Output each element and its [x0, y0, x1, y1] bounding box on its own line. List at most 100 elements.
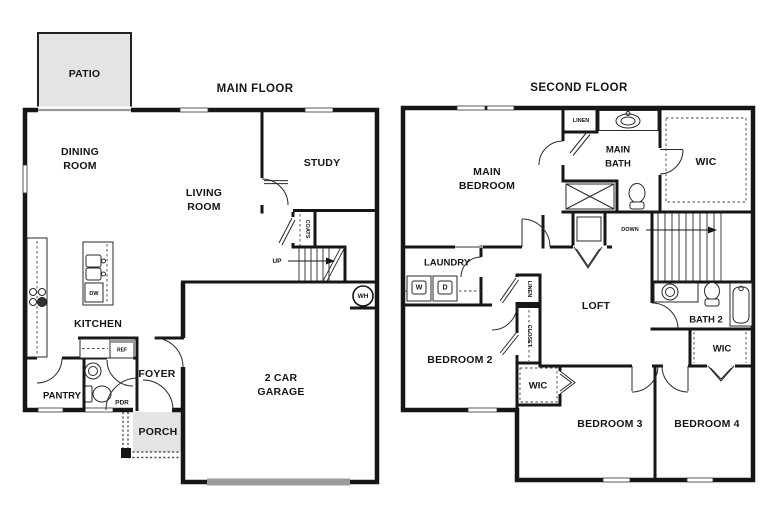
room-label-study: STUDY: [304, 157, 341, 169]
washer-label: W: [416, 285, 423, 292]
room-label-dining: DINING: [61, 146, 99, 158]
garage-entry-door: [153, 337, 184, 368]
washer-icon: [404, 275, 481, 302]
room-label-garage: 2 CAR: [265, 372, 298, 384]
patio-area: [37, 32, 132, 111]
wic-bed3-door: [559, 370, 576, 395]
main-bath-toilet-icon: [628, 183, 646, 210]
bath2-door: [651, 302, 679, 330]
pdr-door: [106, 359, 134, 387]
main-interior-walls: [25, 110, 378, 411]
room-label-coats: COATS: [304, 220, 310, 239]
main-exterior-walls: [22, 107, 380, 485]
pantry-door: [36, 357, 63, 384]
room-label-wic-bed4: WIC: [713, 344, 732, 355]
shower-icon: [565, 183, 615, 210]
bedroom3-door: [631, 365, 659, 393]
room-label-living: LIVING: [186, 187, 222, 199]
coats-closet: [278, 214, 301, 246]
window: [456, 105, 486, 111]
fridge-label: REF: [117, 348, 127, 354]
up-arrowhead: [326, 257, 335, 265]
bedroom4-door: [661, 365, 689, 393]
bath2-toilet-icon: [704, 282, 720, 307]
wic-bed3-shelving: [519, 367, 558, 403]
pdr-sink-icon: [84, 362, 102, 380]
room-label-wic-bed3: WIC: [529, 381, 548, 392]
room-label-dining-2: ROOM: [63, 160, 97, 172]
room-label-bath2: BATH 2: [689, 315, 723, 326]
bath2-sink-icon: [653, 282, 699, 303]
porch-area: [133, 412, 183, 452]
dishwasher: [84, 282, 104, 303]
room-label-wic-main: WIC: [695, 156, 716, 168]
window: [602, 477, 631, 483]
fridge: [79, 338, 135, 359]
room-label-main-bath-2: BATH: [605, 159, 631, 170]
window: [467, 407, 498, 413]
closet-divider: [515, 302, 542, 308]
room-label-bedroom3: BEDROOM 3: [577, 418, 642, 430]
room-label-main-bedroom-2: BEDROOM: [459, 180, 515, 192]
bathtub-icon: [729, 282, 753, 327]
room-label-main-bedroom: MAIN: [473, 166, 501, 178]
room-label-linen-bath: LINEN: [573, 118, 590, 124]
room-label-living-2: ROOM: [187, 201, 221, 213]
room-label-porch: PORCH: [139, 426, 178, 438]
bedroom2-closet-door: [499, 332, 519, 356]
window: [486, 105, 515, 111]
room-label-patio: PATIO: [69, 68, 101, 80]
kitchen-island: [82, 241, 114, 306]
bedroom2-door: [491, 304, 518, 331]
floor-title-second: SECOND FLOOR: [530, 82, 628, 94]
room-label-linen-hall: LINEN: [526, 281, 532, 298]
main-bath-door: [538, 131, 591, 166]
room-label-closet: CLOSET: [526, 325, 532, 348]
laundry-door: [460, 256, 482, 278]
garage-door: [207, 478, 350, 486]
window: [179, 107, 209, 113]
window: [37, 407, 64, 413]
stove-icon: [29, 288, 47, 307]
room-label-main-bath: MAIN: [606, 145, 630, 156]
room-label-bedroom4: BEDROOM 4: [674, 418, 739, 430]
room-label-kitchen: KITCHEN: [74, 318, 122, 330]
second-floor-plan: SECOND FLOOR MAIN BEDROOM LINEN MAIN BAT…: [400, 82, 756, 483]
main-wic-shelving: [665, 117, 747, 203]
room-label-laundry: LAUNDRY: [424, 258, 471, 269]
dryer-icon: [432, 275, 458, 302]
dryer-label: D: [442, 285, 447, 292]
dishwasher-label: DW: [89, 291, 99, 297]
second-exterior-walls: [400, 105, 756, 483]
stairs-up-label: UP: [272, 258, 282, 265]
wic-bed4-door: [707, 365, 735, 382]
room-label-foyer: FOYER: [138, 368, 175, 380]
hall-linen-door: [499, 277, 519, 304]
kitchen-counter: [26, 237, 48, 358]
front-door: [105, 377, 174, 411]
stairs-down-label: DOWN: [621, 227, 638, 233]
water-heater-icon: [352, 285, 374, 307]
window: [22, 164, 28, 194]
room-label-pdr: PDR: [115, 400, 129, 407]
window: [304, 107, 334, 113]
floor-title-main: MAIN FLOOR: [217, 83, 294, 95]
main-bath-sink-icon: [598, 110, 659, 131]
stairs-down: [646, 213, 722, 281]
window: [84, 407, 114, 413]
pdr-toilet-icon: [84, 385, 112, 403]
room-label-garage-2: GARAGE: [257, 386, 304, 398]
down-arrowhead: [708, 226, 717, 234]
sink-icon: [85, 267, 102, 281]
water-heater-label: WH: [358, 293, 369, 300]
room-label-bedroom2: BEDROOM 2: [427, 354, 492, 366]
room-label-loft: LOFT: [582, 300, 611, 312]
porch-post: [121, 448, 131, 458]
main-bedroom-door: [521, 218, 551, 248]
hall-chase: [573, 216, 603, 269]
room-label-pantry: PANTRY: [43, 391, 82, 402]
sink-icon: [85, 254, 102, 268]
study-door: [261, 178, 289, 206]
